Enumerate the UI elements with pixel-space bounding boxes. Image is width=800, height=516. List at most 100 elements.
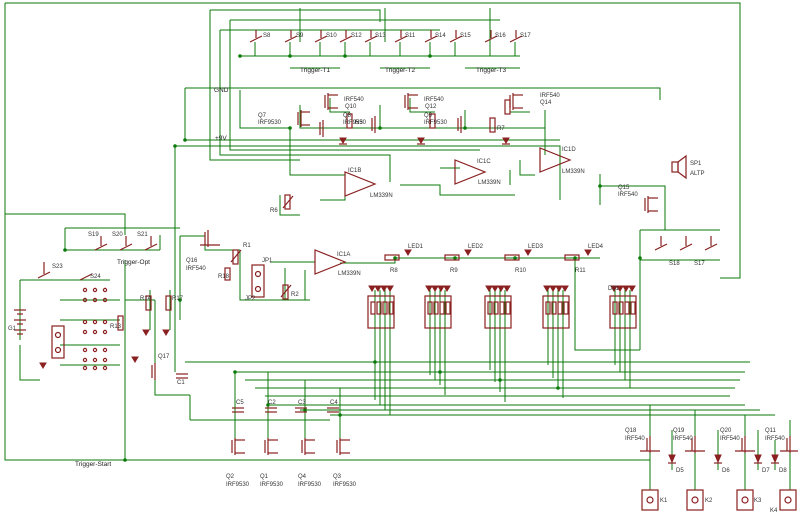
- trigger-opt-switches: [37, 236, 718, 281]
- label-c5: C5: [236, 400, 244, 406]
- label-c1: C1: [177, 380, 185, 386]
- label-q16-part: IRF540: [186, 266, 206, 272]
- mosfet-q18: [640, 436, 660, 453]
- label-q10-part: IRF540: [344, 97, 364, 103]
- dip-bank-5: [609, 295, 637, 329]
- label-r6: R6: [270, 208, 278, 214]
- label-q11-part: IRF540: [765, 436, 785, 442]
- comparator-ic1c: [454, 159, 487, 185]
- battery-g1: [14, 309, 26, 335]
- label-s24: S24: [90, 274, 101, 280]
- mosfet-q8: [319, 120, 324, 137]
- label-q2-part: IRF9530: [226, 482, 250, 488]
- resistor-r12: [504, 99, 511, 115]
- label-q4: Q4: [298, 474, 307, 480]
- label-k2: K2: [705, 498, 713, 504]
- label-s15: S15: [460, 33, 471, 39]
- net-label-trigger-t2: Trigger-T2: [385, 67, 415, 74]
- label-q19-part: IRF540: [673, 436, 693, 442]
- label-led2: LED2: [468, 244, 484, 250]
- label-q9: Q9: [424, 113, 433, 119]
- label-led1: LED1: [408, 244, 424, 250]
- label-q10: Q10: [345, 104, 357, 110]
- jumpers: [51, 264, 265, 359]
- jumper-k: [51, 325, 65, 359]
- label-s11: S11: [405, 33, 416, 39]
- label-s14: S14: [435, 33, 446, 39]
- label-sp1: SP1: [690, 161, 702, 167]
- label-d5: D5: [676, 468, 684, 474]
- label-q9-part: IRF9530: [424, 120, 448, 126]
- label-altp: ALTP: [690, 171, 705, 177]
- label-s13: S13: [375, 33, 386, 39]
- wires: [4, 2, 791, 490]
- mosfet-q9: [371, 116, 376, 133]
- label-r17: R17: [172, 296, 184, 302]
- comparator-ic1a: [314, 249, 347, 275]
- mosfet-q3: [336, 438, 350, 455]
- label-q2: Q2: [226, 474, 235, 480]
- label-s23: S23: [52, 264, 63, 270]
- label-jp1: JP1: [262, 258, 273, 264]
- label-q20-part: IRF540: [720, 436, 740, 442]
- resistor-r6b: [284, 194, 291, 210]
- label-s21: S21: [137, 232, 148, 238]
- mosfet-q19: [685, 436, 705, 453]
- label-d8: D8: [779, 468, 787, 474]
- dip-bank-2: [424, 295, 452, 329]
- bottom-caps: [176, 373, 339, 413]
- mosfet-q15: [644, 196, 658, 213]
- label-ic1a: IC1A: [337, 252, 350, 258]
- dip-bank-3: [484, 295, 512, 329]
- label-ic1c: IC1C: [477, 159, 491, 165]
- label-ic1d: IC1D: [562, 147, 576, 153]
- resistor-r11: [564, 254, 580, 261]
- connector-k1: [641, 489, 659, 511]
- label-r14: R14: [140, 296, 152, 302]
- switch-s14: [424, 30, 438, 43]
- label-q16: Q16: [186, 258, 198, 264]
- label-q20: Q20: [720, 428, 732, 434]
- net-label-trigger-start: Trigger-Start: [75, 461, 111, 468]
- junctions: [63, 54, 642, 462]
- dip-bank-4: [542, 295, 570, 329]
- bottom-mosfets: [231, 436, 798, 455]
- label-s16: S16: [495, 33, 506, 39]
- dip-switch-banks: [367, 285, 637, 329]
- connector-k3: [736, 489, 754, 511]
- net-label-trigger-opt: Trigger-Opt: [117, 259, 150, 266]
- label-s18: S18: [669, 261, 680, 267]
- comparator-ic1b: [344, 171, 377, 197]
- label-q14-part: IRF540: [540, 93, 560, 99]
- top-leds: [339, 137, 510, 145]
- label-c4: C4: [330, 400, 338, 406]
- mosfet-q16: [200, 230, 220, 247]
- switch-s13: [364, 30, 378, 43]
- label-q15-part: IRF540: [618, 192, 638, 198]
- label-ic1a-part: LM339N: [338, 271, 361, 277]
- labels: Trigger-T1 Trigger-T2 Trigger-T3 Trigger…: [8, 33, 787, 514]
- connector-k4: [779, 489, 797, 511]
- label-r18: R18: [218, 274, 230, 280]
- label-d7: D7: [762, 468, 770, 474]
- label-q8-part: IRF9530: [343, 120, 367, 126]
- switch-s8: [249, 30, 263, 43]
- resistor-r1: [232, 249, 239, 265]
- label-s8: S8: [263, 33, 271, 39]
- label-c3: C3: [298, 400, 306, 406]
- label-r11: R11: [575, 268, 586, 274]
- resistor-r5: [346, 113, 353, 129]
- label-led3: LED3: [528, 244, 544, 250]
- resistor-r13: [117, 315, 124, 331]
- label-s18b: S17: [694, 261, 705, 267]
- label-s12: S12: [351, 33, 362, 39]
- switch-s9: [284, 30, 298, 43]
- net-label-gnd: GND: [214, 87, 229, 94]
- label-q3: Q3: [333, 474, 342, 480]
- resistor-r10: [504, 254, 520, 261]
- mosfet-q20: [735, 436, 755, 453]
- label-q1: Q1: [260, 474, 269, 480]
- label-jp2: JP2: [245, 296, 256, 302]
- label-k1: K1: [660, 498, 668, 504]
- label-q12: Q12: [425, 104, 437, 110]
